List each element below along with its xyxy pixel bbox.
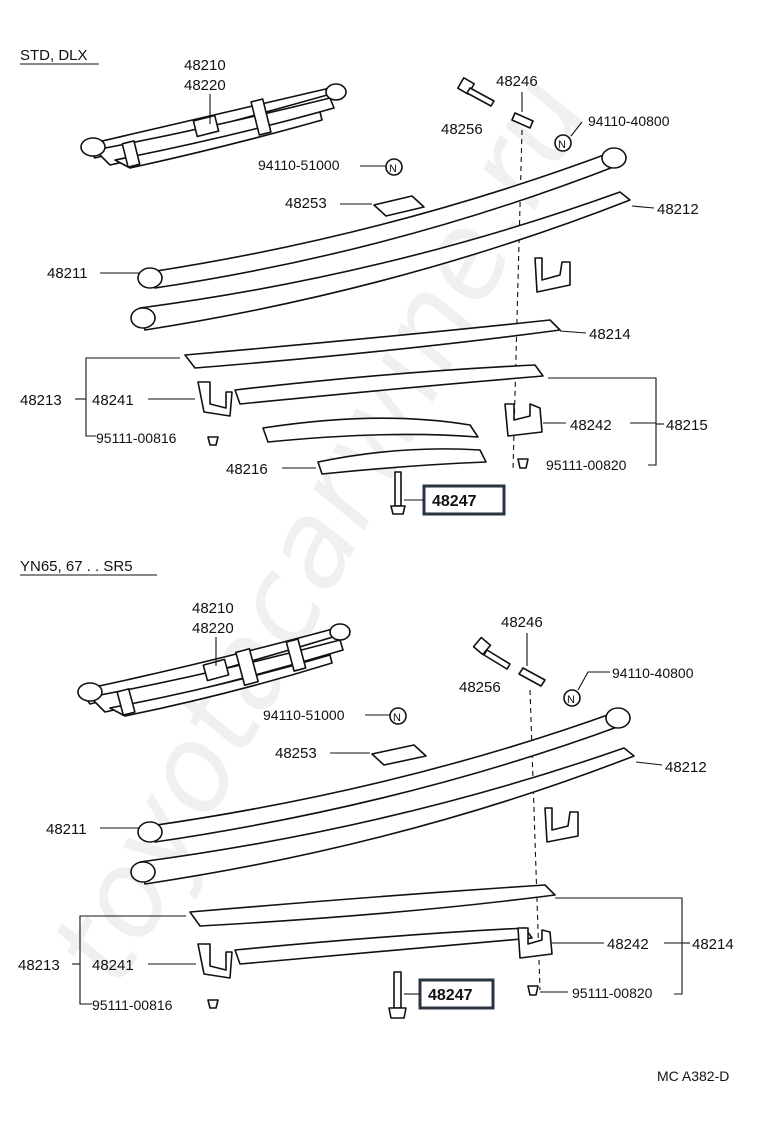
bracket-48213: [79, 915, 186, 1005]
leaf-48212: [139, 191, 631, 331]
clip-48241: [197, 943, 233, 979]
label-48213: 48213: [20, 392, 62, 409]
svg-text:N: N: [393, 712, 401, 724]
figure-code: MC A382-D: [657, 1068, 729, 1084]
bushing-pin-48246: [511, 112, 534, 129]
leaf-48213a: [234, 364, 544, 405]
label-48242: 48242: [570, 417, 612, 434]
leaf-48216: [317, 448, 487, 475]
bolt-48256: [457, 77, 495, 107]
svg-text:N: N: [558, 139, 566, 151]
label-94110-40800: 94110-40800: [612, 665, 694, 681]
label-48211: 48211: [47, 265, 88, 282]
label-48215: 48215: [666, 417, 708, 434]
label-48213: 48213: [18, 957, 60, 974]
label-95111-00816: 95111-00816: [96, 430, 177, 446]
section-title-yn65-67-sr5: YN65, 67 . . SR5: [20, 558, 133, 575]
label-48247: 48247: [432, 493, 477, 510]
nut-icon: N: [554, 134, 572, 152]
label-94110-51000: 94110-51000: [258, 157, 340, 173]
rivet-icon: [207, 436, 219, 446]
label-48211: 48211: [46, 821, 87, 838]
rivet-icon: [527, 985, 539, 996]
label-48220: 48220: [192, 620, 234, 637]
label-48220: 48220: [184, 77, 226, 94]
center-bolt-48247: [388, 971, 407, 1019]
bracket-48215: [548, 377, 657, 466]
clip-48242: [517, 927, 553, 959]
label-48246: 48246: [496, 73, 538, 90]
section-title-std-dlx: STD, DLX: [20, 47, 88, 64]
label-48241: 48241: [92, 392, 134, 409]
label-95111-00820: 95111-00820: [572, 985, 653, 1001]
spring-assembly-thumbnail: [80, 83, 347, 169]
leader-94110-40800: [570, 121, 583, 137]
nut-icon: N: [389, 707, 407, 725]
svg-text:N: N: [567, 694, 575, 706]
label-48241: 48241: [92, 957, 134, 974]
label-48253: 48253: [285, 195, 327, 212]
bolt-48256: [472, 636, 511, 670]
bracket-48214: [555, 897, 683, 995]
label-48214: 48214: [692, 936, 734, 953]
leaf-48214: [184, 319, 561, 369]
label-48216: 48216: [226, 461, 268, 478]
clip-48241: [197, 381, 233, 417]
label-48256: 48256: [459, 679, 501, 696]
svg-text:N: N: [389, 163, 397, 175]
label-48210: 48210: [184, 57, 226, 74]
leaf-48212: [139, 747, 635, 885]
label-48253: 48253: [275, 745, 317, 762]
clip-upper: [534, 257, 571, 293]
leader-48212: [635, 761, 663, 766]
leaf-48213a: [234, 927, 533, 965]
label-48212: 48212: [665, 759, 707, 776]
nut-icon: N: [563, 689, 581, 707]
center-bolt-48247: [390, 471, 406, 515]
leaf-48214: [189, 884, 556, 927]
label-48247: 48247: [428, 987, 473, 1004]
label-48212: 48212: [657, 201, 699, 218]
leader-94110-40800: [577, 671, 610, 691]
seat-48253: [371, 744, 427, 766]
label-95111-00816: 95111-00816: [92, 997, 173, 1013]
clip-48242: [504, 403, 543, 437]
label-95111-00820: 95111-00820: [546, 457, 627, 473]
label-94110-51000: 94110-51000: [263, 707, 345, 723]
label-94110-40800: 94110-40800: [588, 113, 670, 129]
spring-assembly-thumbnail: [77, 623, 351, 717]
seat-48253: [373, 195, 425, 217]
clip-upper: [544, 807, 579, 843]
rivet-icon: [517, 458, 529, 469]
label-48210: 48210: [192, 600, 234, 617]
label-48242: 48242: [607, 936, 649, 953]
bushing-pin-48246: [518, 667, 546, 687]
leader-48212: [631, 205, 655, 209]
leaf-48213b: [262, 417, 479, 443]
rivet-icon: [207, 999, 219, 1009]
label-48214: 48214: [589, 326, 631, 343]
label-48246: 48246: [501, 614, 543, 631]
label-48256: 48256: [441, 121, 483, 138]
bracket-48213: [85, 357, 180, 437]
nut-icon: N: [385, 158, 403, 176]
leader-48214: [559, 330, 587, 334]
